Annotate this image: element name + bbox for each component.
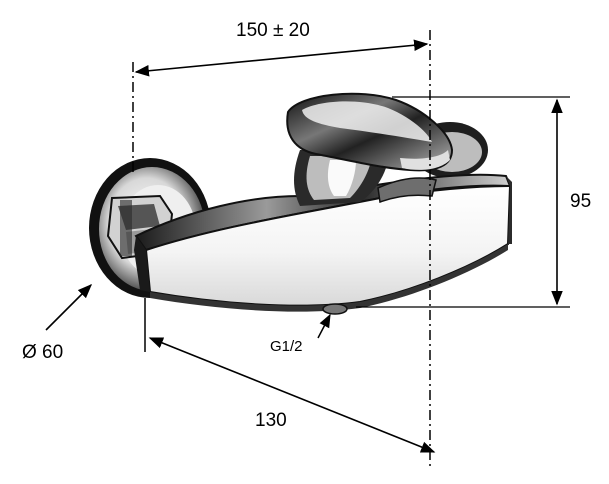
thread-label: G1/2 — [270, 338, 303, 355]
mixer-body — [134, 173, 512, 312]
diameter-label: Ø 60 — [22, 342, 63, 363]
height-label: 95 — [570, 191, 591, 212]
faucet-illustration — [89, 92, 512, 315]
dimension-lines — [45, 30, 570, 470]
width-dimension-line — [134, 39, 429, 77]
depth-label: 130 — [255, 410, 287, 431]
bottom-outlet — [322, 303, 348, 315]
diameter-leader — [45, 283, 93, 331]
width-label: 150 ± 20 — [236, 20, 310, 41]
depth-dimension-line — [148, 337, 436, 453]
lever-handle — [286, 92, 454, 172]
thread-leader — [317, 313, 331, 339]
dimension-labels: 150 ± 20 95 130 Ø 60 G1/2 — [22, 20, 591, 431]
